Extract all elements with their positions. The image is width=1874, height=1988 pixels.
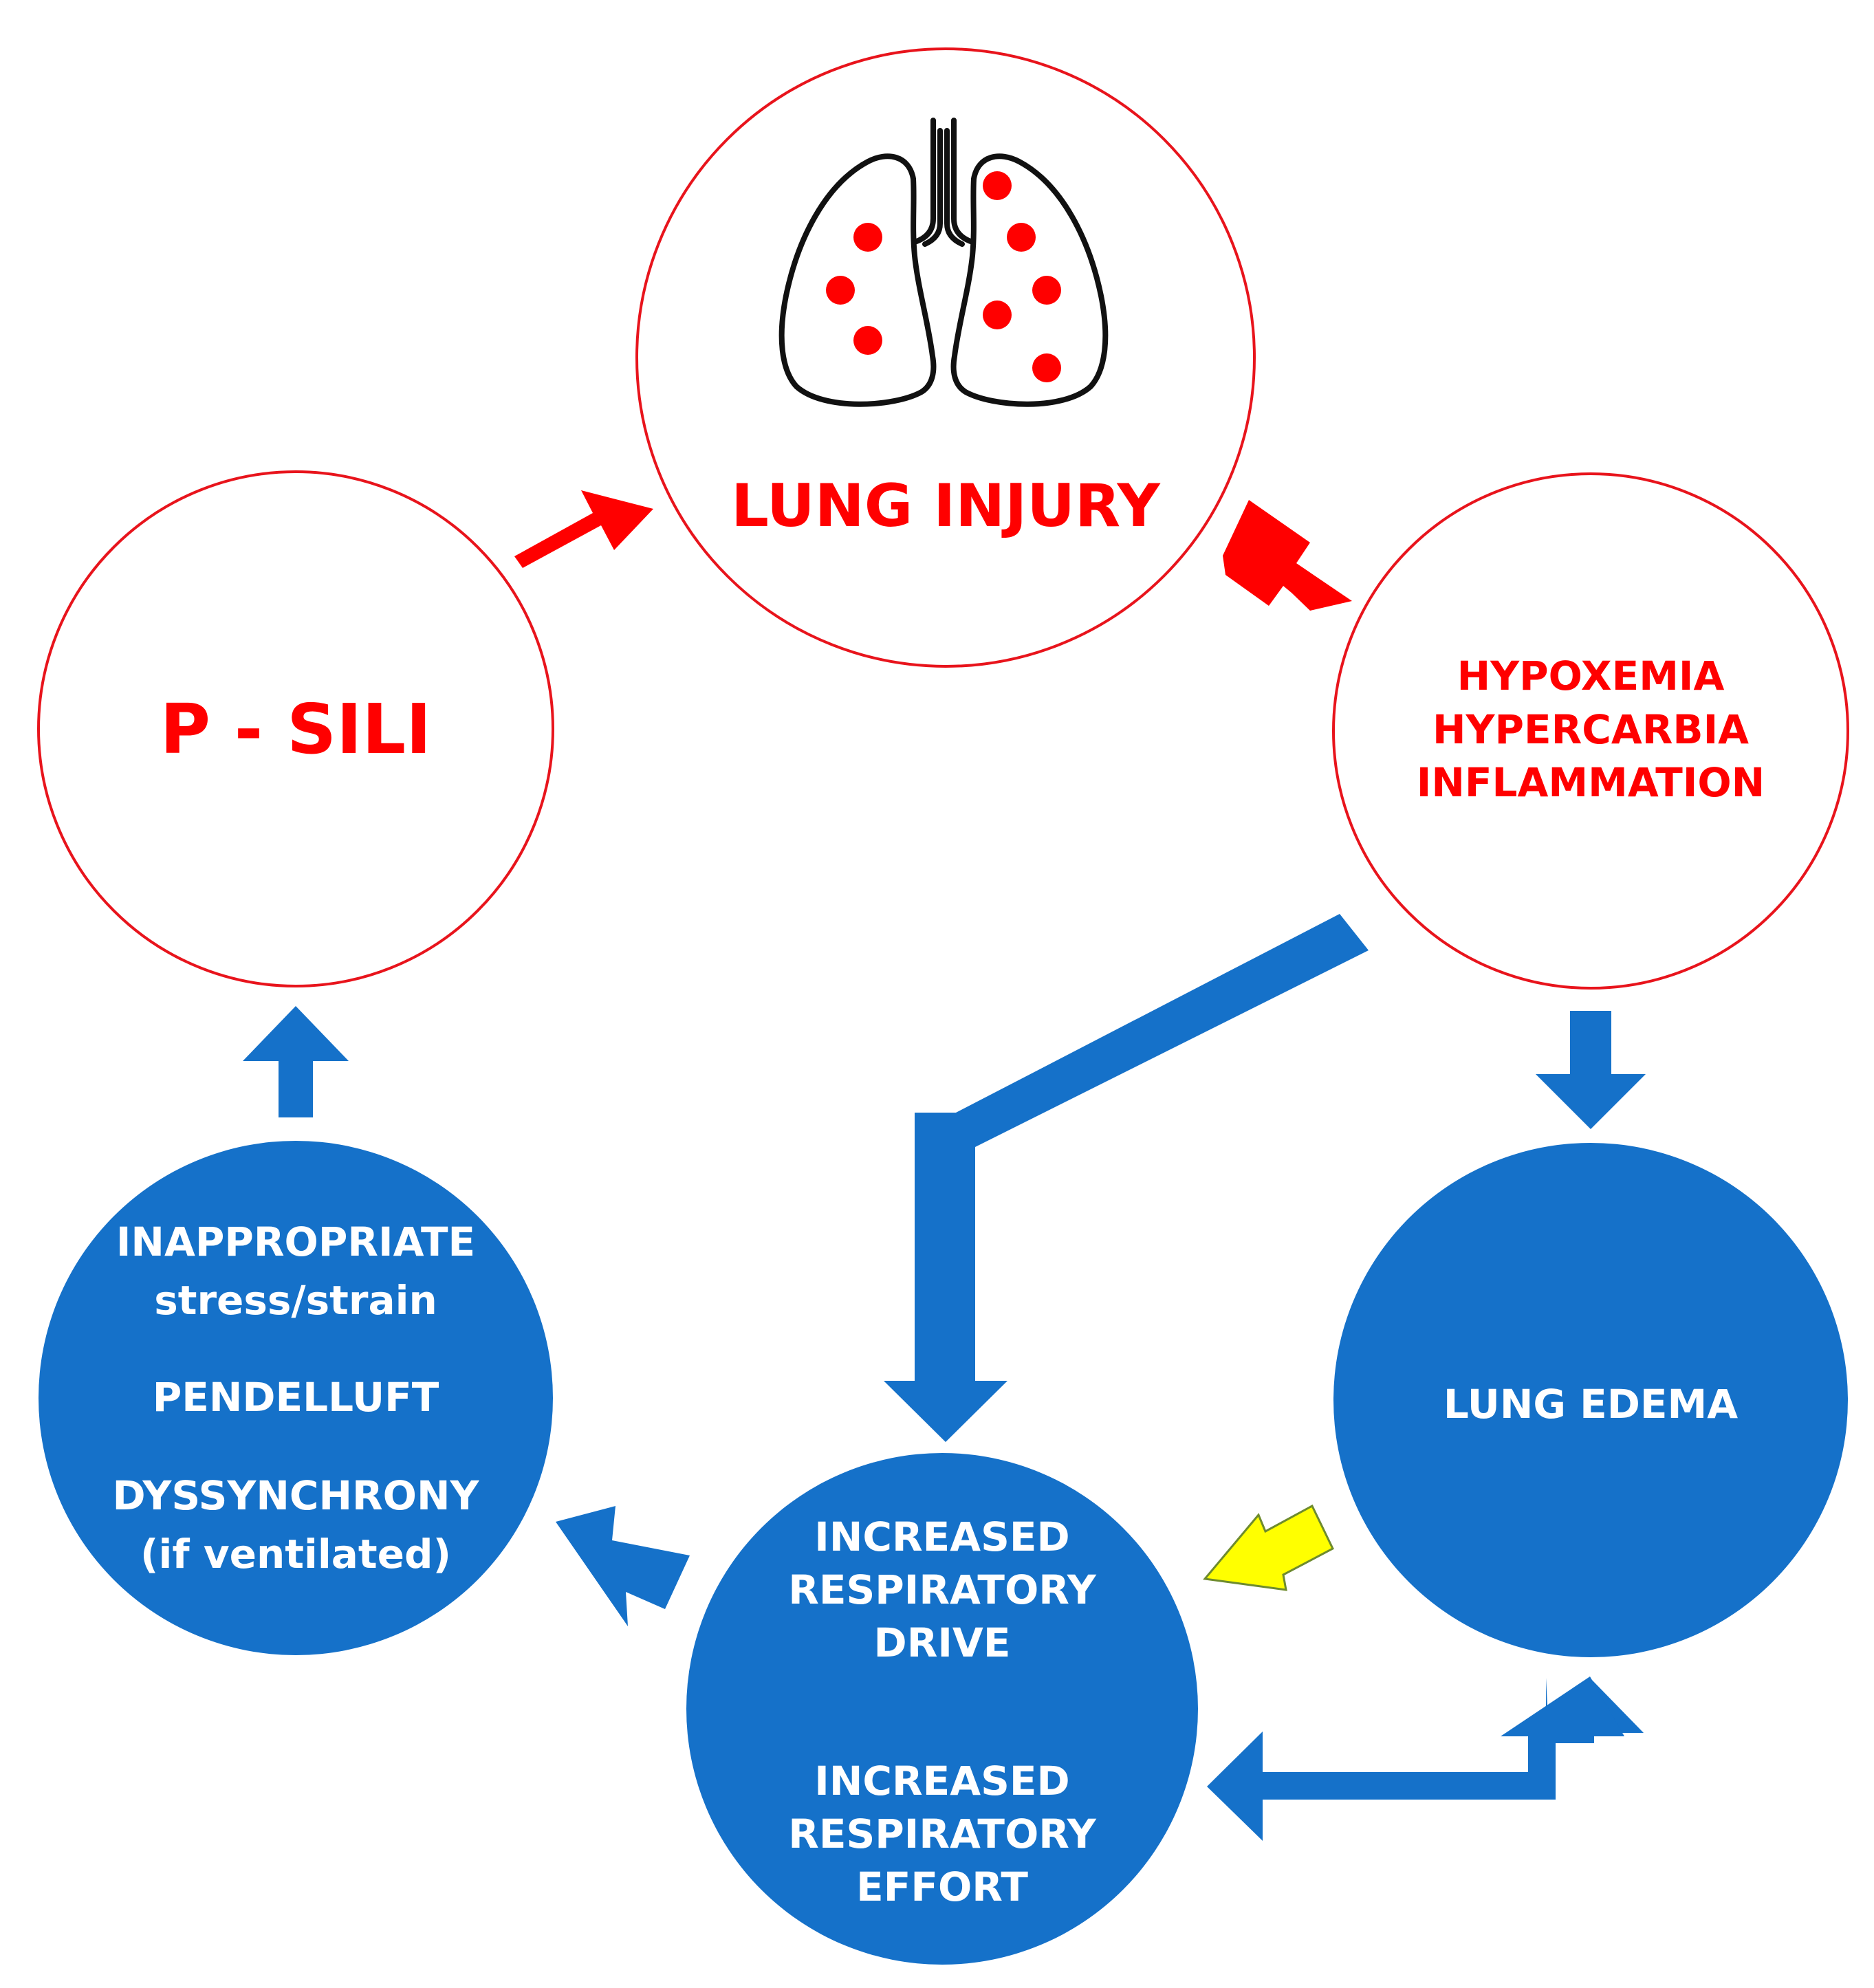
inappropriate-labels: INAPPROPRIATE stress/strain PENDELLUFT D… (112, 1219, 479, 1577)
inappropriate-line: INAPPROPRIATE (116, 1219, 475, 1265)
lungs-icon (778, 118, 1109, 407)
lung-injury-label: LUNG INJURY (731, 472, 1161, 540)
increased-drive-node (686, 1453, 1198, 1965)
lung-injury-node (635, 47, 1256, 668)
if-ventilated-line: (if ventilated) (140, 1531, 451, 1577)
effort-line: EFFORT (856, 1864, 1028, 1910)
increased-line-1: INCREASED (814, 1514, 1069, 1560)
inflammation-line: INFLAMMATION (1417, 759, 1765, 806)
pendelluft-line: PENDELLUFT (153, 1374, 439, 1421)
hypoxemia-node (1332, 472, 1849, 990)
increased-labels: INCREASED RESPIRATORY DRIVE INCREASED RE… (788, 1514, 1097, 1910)
arrow-lung-injury-to-hypoxemia (1223, 500, 1352, 611)
arrow-effort-to-lung-edema (1207, 1676, 1624, 1841)
respiratory-line-1: RESPIRATORY (788, 1566, 1097, 1613)
lung-edema-node (1333, 1143, 1848, 1657)
drive-line: DRIVE (874, 1619, 1011, 1666)
arrow-hypoxemia-to-lung-edema (1536, 1011, 1646, 1129)
arrow-lung-edema-to-increased (1203, 1504, 1334, 1591)
increased-line-2: INCREASED (814, 1758, 1069, 1804)
hypercarbia-line: HYPERCARBIA (1432, 706, 1749, 753)
hypoxemia-line: HYPOXEMIA (1457, 653, 1725, 699)
arrow-increased-to-inappropriate (556, 1506, 690, 1626)
lung-spots (826, 171, 1061, 382)
dyssynchrony-line: DYSSYNCHRONY (112, 1472, 479, 1519)
stress-strain-line: stress/strain (154, 1277, 437, 1324)
arrow-hypoxemia-to-increased-drive (884, 914, 1369, 1442)
lung-edema-label: LUNG EDEMA (1443, 1381, 1738, 1428)
psili-node (37, 470, 554, 987)
psili-label: P - SILI (160, 689, 432, 769)
arrow-psili-to-lung-injury (514, 490, 653, 568)
respiratory-line-2: RESPIRATORY (788, 1811, 1097, 1857)
inappropriate-node (39, 1141, 553, 1655)
arrow-inappropriate-to-psili (243, 1006, 349, 1117)
hypoxemia-labels: HYPOXEMIA HYPERCARBIA INFLAMMATION (1417, 653, 1765, 806)
